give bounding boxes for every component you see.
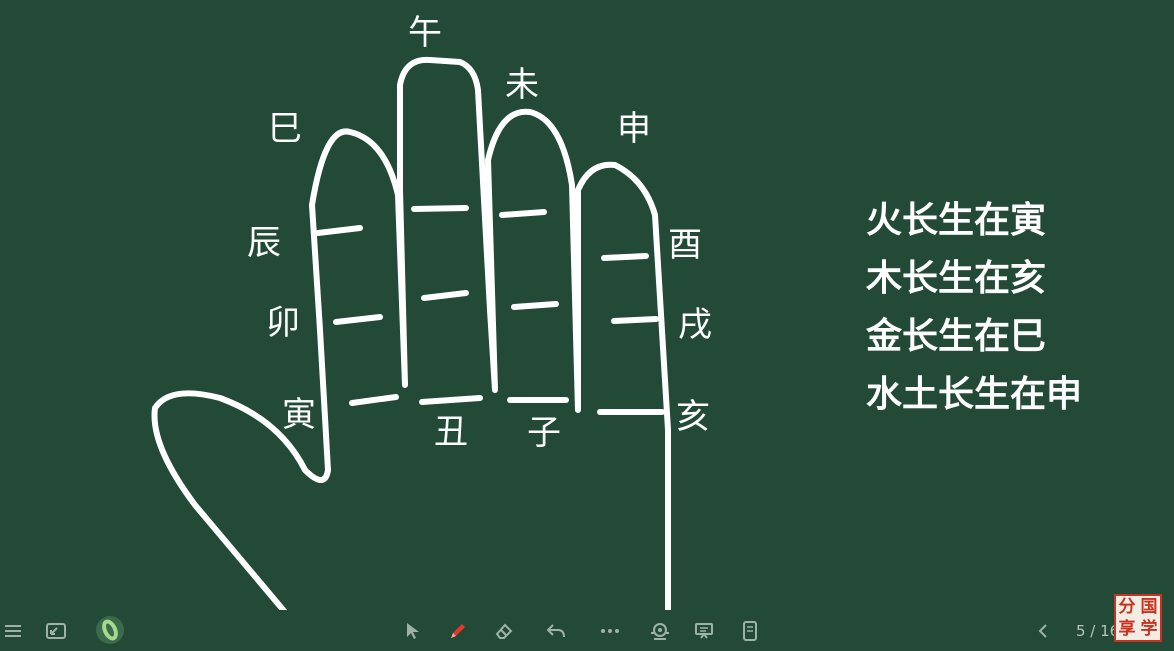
joint-line: [349, 394, 399, 406]
joint-line: [411, 205, 469, 212]
joint-line: [511, 301, 559, 310]
watermark-seal: 分 国 享 学: [1114, 594, 1162, 642]
joint-line: [421, 290, 469, 301]
joint-line: [315, 225, 363, 236]
branch-label-yin: 寅: [282, 395, 316, 435]
branch-label-you: 酉: [668, 225, 702, 265]
branch-label-wei: 未: [505, 65, 539, 105]
minimize-icon[interactable]: [44, 618, 68, 644]
branch-label-chou: 丑: [434, 412, 468, 452]
rule-line: 火长生在寅: [866, 200, 1047, 241]
seal-char: 享: [1118, 619, 1136, 639]
rule-line: 金长生在巳: [866, 316, 1047, 357]
joint-line: [419, 395, 483, 405]
page-indicator: 5 / 16: [1076, 622, 1120, 640]
camera-icon[interactable]: [648, 618, 672, 644]
branch-label-shen: 申: [617, 109, 651, 149]
seal-char: 学: [1140, 619, 1158, 639]
branch-label-mao: 卯: [266, 303, 300, 343]
prev-page-icon[interactable]: [1032, 618, 1054, 644]
hand-outline: [151, 56, 671, 621]
seal-char: 国: [1140, 597, 1158, 617]
presentation-icon[interactable]: [692, 618, 716, 644]
branch-label-si: 巳: [268, 109, 302, 149]
bottom-toolbar: [0, 610, 1174, 651]
more-icon[interactable]: [598, 618, 622, 644]
rule-line: 水土长生在申: [866, 374, 1083, 415]
branch-label-xu: 戌: [678, 305, 712, 345]
menu-icon[interactable]: [2, 618, 24, 644]
joint-line: [611, 316, 659, 324]
joint-line: [333, 314, 383, 325]
page-icon[interactable]: [738, 618, 762, 644]
seal-char: 分: [1118, 597, 1136, 617]
joint-line: [499, 209, 547, 218]
app-logo-icon[interactable]: [94, 614, 126, 646]
eraser-icon[interactable]: [492, 618, 516, 644]
branch-label-zi: 子: [527, 413, 561, 453]
rules-list: 火长生在寅 木长生在亥 金长生在巳 水土长生在申: [866, 192, 1126, 424]
rule-line: 木长生在亥: [866, 258, 1047, 299]
undo-icon[interactable]: [544, 618, 568, 644]
pointer-icon[interactable]: [402, 618, 424, 644]
joint-line: [601, 253, 649, 261]
branch-label-wu: 午: [408, 13, 442, 53]
pen-icon[interactable]: [446, 618, 470, 644]
branch-label-hai: 亥: [676, 397, 710, 437]
branch-label-chen: 辰: [247, 223, 281, 263]
